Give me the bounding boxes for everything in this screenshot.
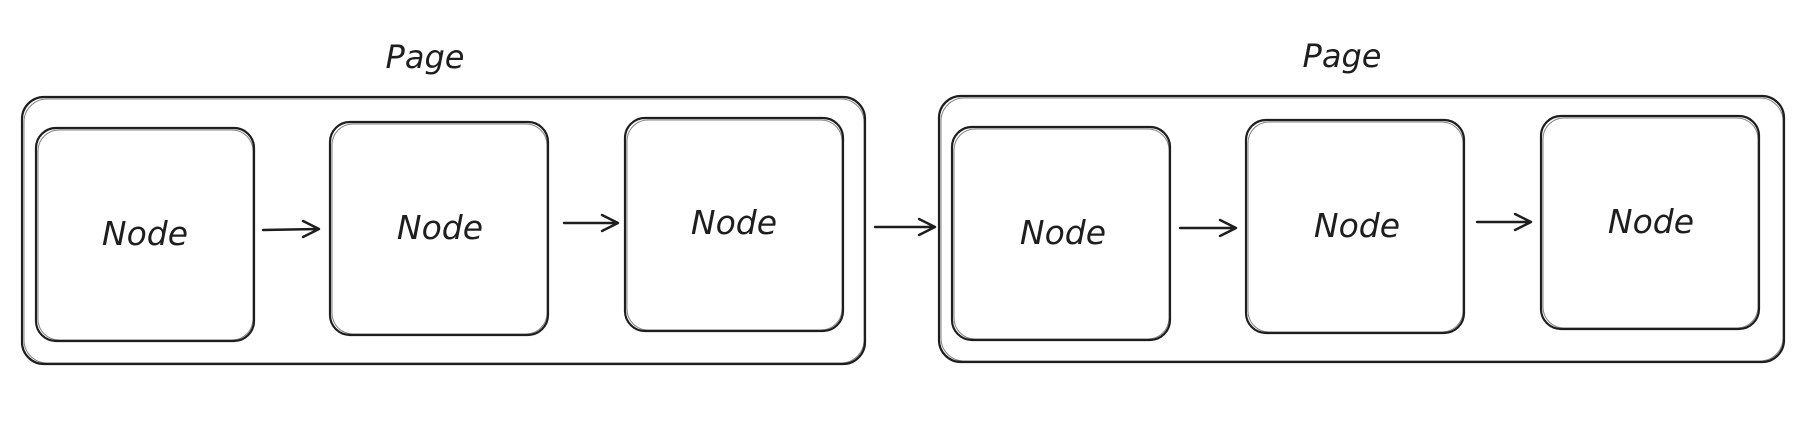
page-1-node-2-sketch [331,123,548,335]
page-1-node-1-label: Node [102,214,188,253]
page-1-node-2-label: Node [397,208,483,247]
page-1-frame-sketch [23,98,865,364]
arrow-p1-node2-to-node3 [562,213,620,233]
page-2-node-3-sketch [1542,117,1759,329]
page-1-title: Page [386,38,465,76]
page-2-node-1-box [950,125,1172,342]
page-2-node-3-label: Node [1608,202,1694,241]
page-2-node-1-label: Node [1020,213,1106,252]
page-1-node-2-box [328,120,550,337]
page-1-node-3-box [623,116,845,333]
arrow-p2-node1-to-node2 [1178,218,1238,238]
page-group-1: Page Node Node Node [20,38,867,366]
page-2-frame-sketch [940,97,1784,362]
arrow-p2-node2-to-node3 [1475,212,1533,232]
arrow-p1-node1-to-node2 [261,219,321,239]
page-1-node-1-box [34,126,256,343]
page-2-node-2-sketch [1247,121,1464,333]
page-1-node-1-sketch [37,129,254,341]
page-2-title: Page [1303,37,1382,75]
page-2-node-3-box [1539,114,1761,331]
page-2-node-2-box [1244,118,1466,335]
arrow-page1-to-page2 [873,217,937,237]
page-1-node-3-sketch [626,119,843,331]
page-group-2: Page Node Node Node [937,37,1786,364]
page-1-node-3-label: Node [691,203,777,242]
page-2-frame [937,94,1786,364]
page-2-node-1-sketch [953,128,1170,340]
page-2-node-2-label: Node [1314,206,1400,245]
page-1-frame [20,95,867,366]
